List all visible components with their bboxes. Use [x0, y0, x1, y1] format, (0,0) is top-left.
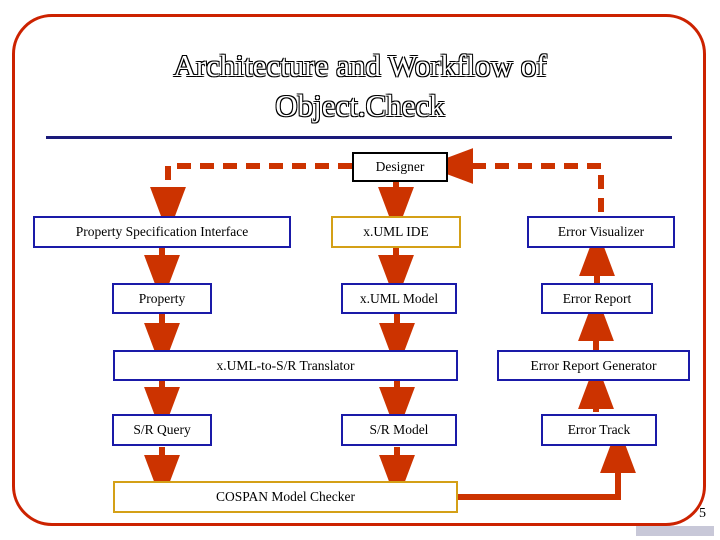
node-xuml-ide[interactable]: x.UML IDE: [331, 216, 461, 248]
node-sr-model[interactable]: S/R Model: [341, 414, 457, 446]
node-error-report[interactable]: Error Report: [541, 283, 653, 314]
node-prop-spec-iface[interactable]: Property Specification Interface: [33, 216, 291, 248]
page-number: 5: [699, 506, 706, 521]
node-cospan-model-checker[interactable]: COSPAN Model Checker: [113, 481, 458, 513]
page-title: Architecture and Workflow of Object.Chec…: [173, 48, 547, 123]
node-designer[interactable]: Designer: [352, 152, 448, 182]
node-error-track[interactable]: Error Track: [541, 414, 657, 446]
node-translator[interactable]: x.UML-to-S/R Translator: [113, 350, 458, 381]
node-xuml-model[interactable]: x.UML Model: [341, 283, 457, 314]
node-sr-query[interactable]: S/R Query: [112, 414, 212, 446]
node-property[interactable]: Property: [112, 283, 212, 314]
title-divider: [46, 136, 672, 139]
node-error-visualizer[interactable]: Error Visualizer: [527, 216, 675, 248]
slide-border: [12, 14, 706, 526]
footer-bar: [636, 526, 714, 536]
node-error-report-generator[interactable]: Error Report Generator: [497, 350, 690, 381]
